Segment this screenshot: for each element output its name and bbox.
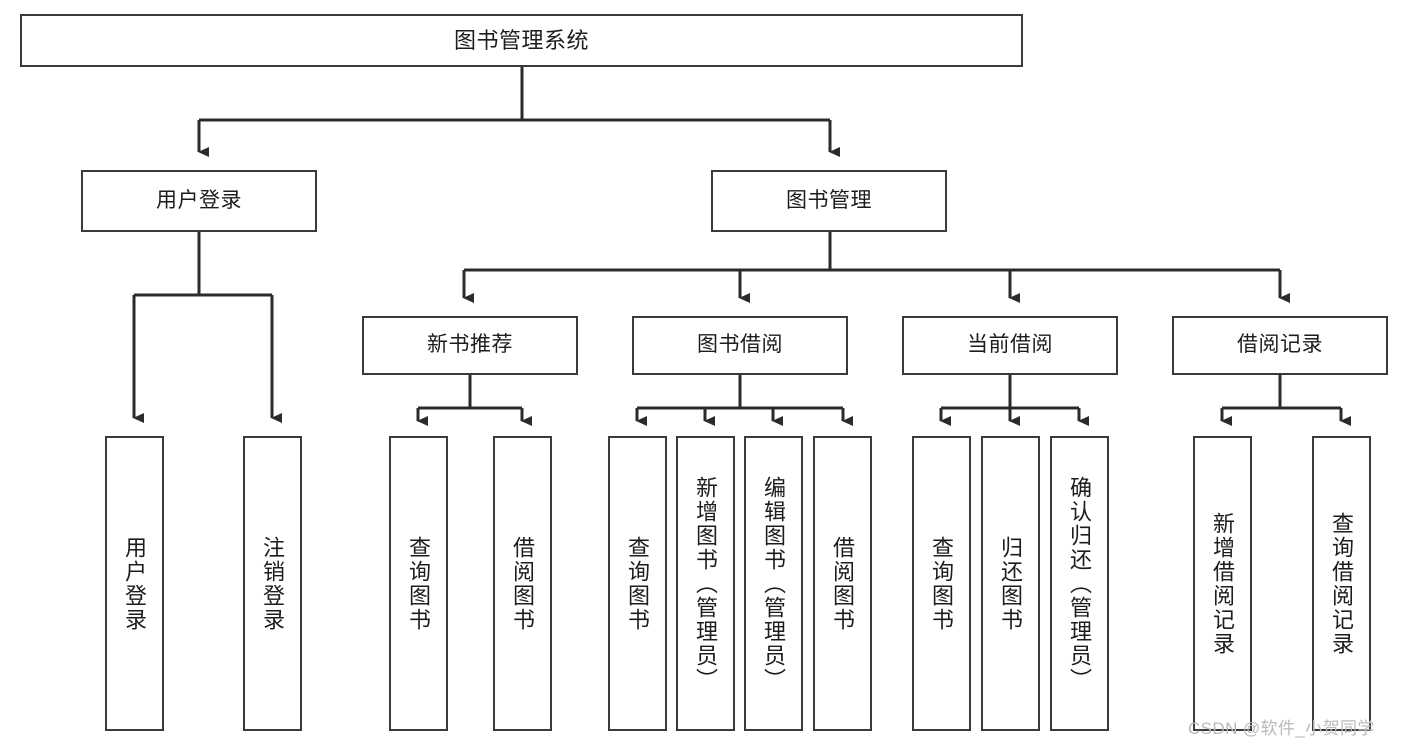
leaf-borrow-query-book[interactable]: 查询图书 xyxy=(608,436,667,731)
node-label: 新书推荐 xyxy=(427,333,513,357)
node-label: 图书借阅 xyxy=(697,333,783,357)
node-label: 新增借阅记录 xyxy=(1210,511,1236,656)
node-label: 借阅图书 xyxy=(830,535,856,632)
node-book-management[interactable]: 图书管理 xyxy=(711,170,947,232)
node-label: 用户登录 xyxy=(122,535,148,632)
node-book-borrow[interactable]: 图书借阅 xyxy=(632,316,848,375)
node-borrow-record[interactable]: 借阅记录 xyxy=(1172,316,1388,375)
leaf-borrow-borrow-book[interactable]: 借阅图书 xyxy=(813,436,872,731)
node-current-borrow[interactable]: 当前借阅 xyxy=(902,316,1118,375)
node-label: 编辑图书（管理员） xyxy=(761,475,787,692)
node-root-book-management-system[interactable]: 图书管理系统 xyxy=(20,14,1023,67)
leaf-record-query-record[interactable]: 查询借阅记录 xyxy=(1312,436,1371,731)
node-label: 图书管理系统 xyxy=(453,27,589,53)
node-label: 注销登录 xyxy=(260,535,286,632)
leaf-user-login-login[interactable]: 用户登录 xyxy=(105,436,164,731)
node-label: 查询图书 xyxy=(406,535,432,632)
node-label: 借阅记录 xyxy=(1237,333,1323,357)
leaf-current-return-book[interactable]: 归还图书 xyxy=(981,436,1040,731)
node-label: 新增图书（管理员） xyxy=(693,475,719,692)
leaf-new-book-query-book[interactable]: 查询图书 xyxy=(389,436,448,731)
node-label: 确认归还（管理员） xyxy=(1067,475,1093,692)
node-user-login[interactable]: 用户登录 xyxy=(81,170,317,232)
leaf-borrow-edit-book-admin[interactable]: 编辑图书（管理员） xyxy=(744,436,803,731)
node-label: 用户登录 xyxy=(156,188,242,212)
leaf-new-book-borrow-book[interactable]: 借阅图书 xyxy=(493,436,552,731)
node-label: 当前借阅 xyxy=(967,333,1053,357)
node-label: 查询图书 xyxy=(625,535,651,632)
node-label: 图书管理 xyxy=(786,188,872,212)
leaf-borrow-add-book-admin[interactable]: 新增图书（管理员） xyxy=(676,436,735,731)
node-label: 查询借阅记录 xyxy=(1329,511,1355,656)
leaf-current-confirm-return-admin[interactable]: 确认归还（管理员） xyxy=(1050,436,1109,731)
node-label: 借阅图书 xyxy=(510,535,536,632)
node-label: 查询图书 xyxy=(929,535,955,632)
node-label: 归还图书 xyxy=(998,535,1024,632)
node-new-book-recommend[interactable]: 新书推荐 xyxy=(362,316,578,375)
leaf-user-login-logout[interactable]: 注销登录 xyxy=(243,436,302,731)
leaf-current-query-book[interactable]: 查询图书 xyxy=(912,436,971,731)
leaf-record-add-record[interactable]: 新增借阅记录 xyxy=(1193,436,1252,731)
